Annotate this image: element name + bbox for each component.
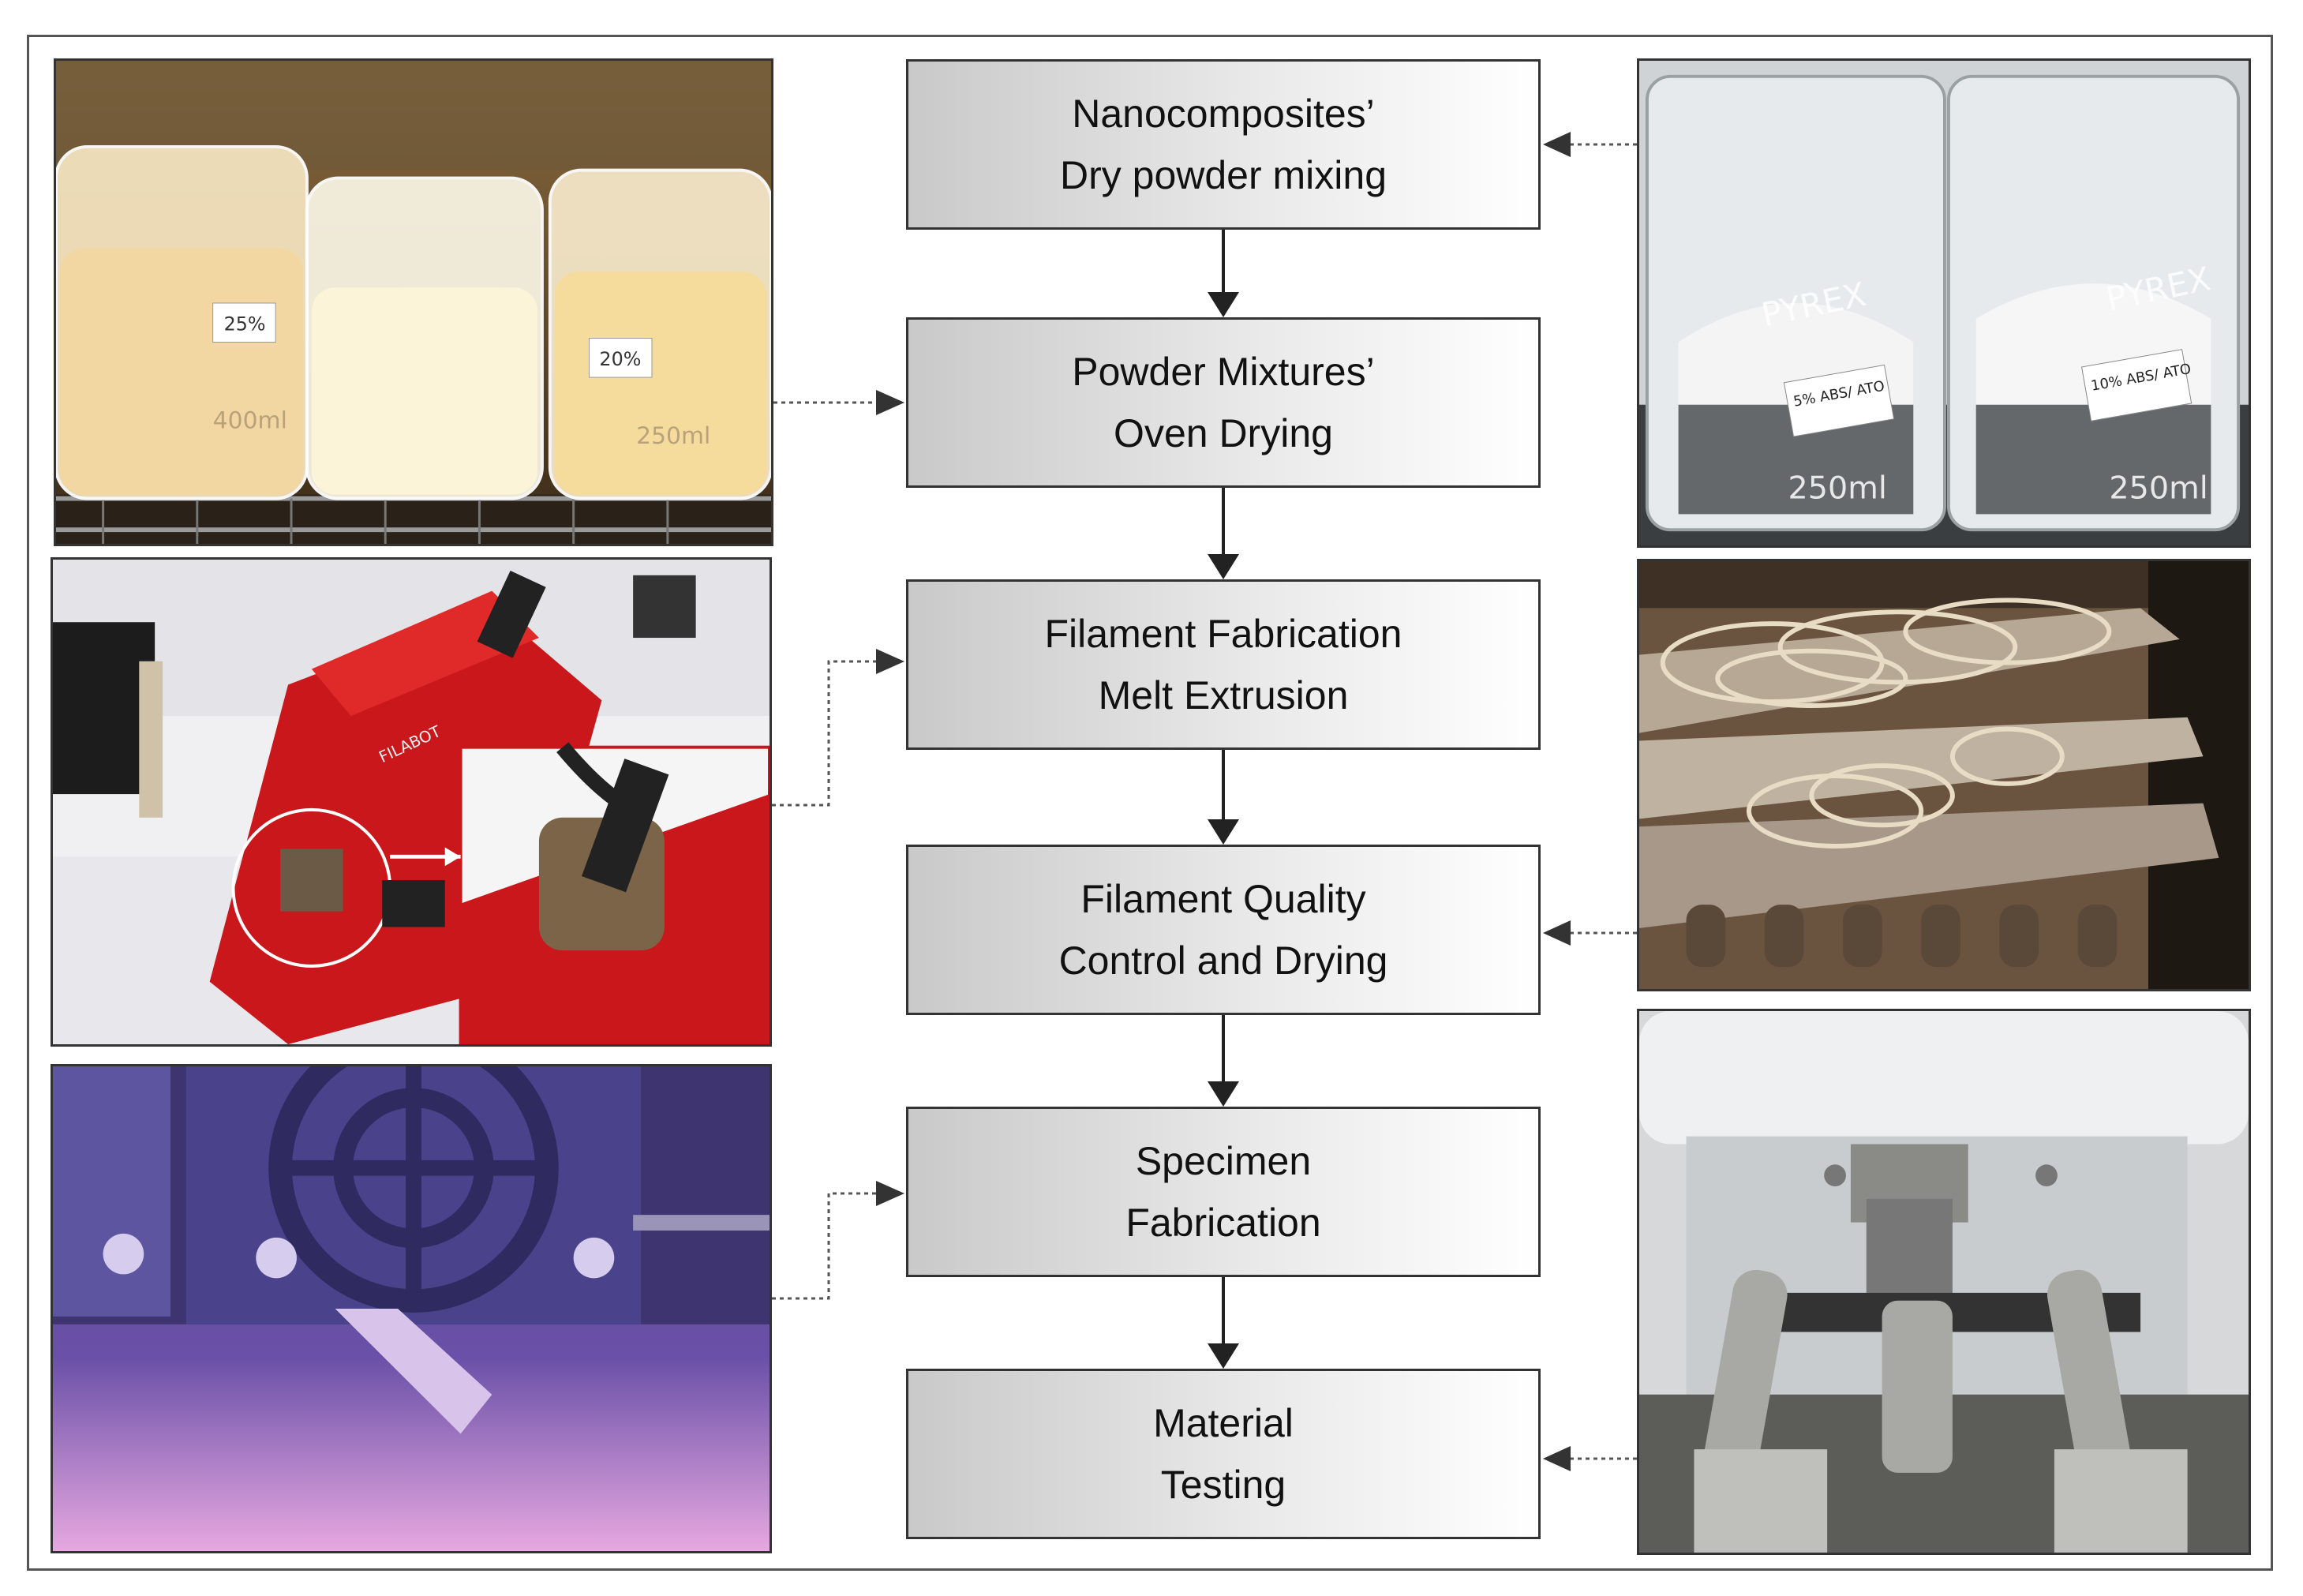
step-2-line-1: Powder Mixtures’ (1072, 350, 1375, 394)
step-6-line-2: Testing (1160, 1463, 1286, 1507)
step-material-testing: Material Testing (906, 1369, 1541, 1539)
step-3-line-1: Filament Fabrication (1044, 612, 1402, 656)
step-4-line-1: Filament Quality (1080, 877, 1366, 921)
beaker-volume-left: 250ml (1788, 470, 1887, 507)
step-4-line-2: Control and Drying (1058, 938, 1388, 983)
photo-pyrex-beakers: PYREX PYREX 5% ABS/ ATO 10% ABS/ ATO 250… (1637, 58, 2251, 548)
photo-filament-extruder: FILABOT (51, 557, 772, 1047)
step-dry-powder-mixing: Nanocomposites’ Dry powder mixing (906, 59, 1541, 230)
step-oven-drying: Powder Mixtures’ Oven Drying (906, 317, 1541, 488)
beaker-label-25: 25% (224, 313, 266, 335)
step-1-line-1: Nanocomposites’ (1072, 92, 1375, 136)
step-5-line-2: Fabrication (1125, 1201, 1321, 1245)
beaker-volume-right: 250ml (2109, 470, 2208, 507)
step-specimen-fabrication: Specimen Fabrication (906, 1107, 1541, 1277)
step-2-line-2: Oven Drying (1114, 411, 1333, 455)
step-6-line-1: Material (1153, 1401, 1294, 1445)
beaker-label-20: 20% (599, 348, 641, 370)
beaker-volume-400: 400ml (213, 406, 287, 434)
step-1-line-2: Dry powder mixing (1059, 153, 1387, 197)
photo-material-testing (1637, 1009, 2251, 1555)
step-filament-fabrication: Filament Fabrication Melt Extrusion (906, 579, 1541, 750)
photo-filament-oven-drying (1637, 559, 2251, 991)
step-quality-control-drying: Filament Quality Control and Drying (906, 845, 1541, 1015)
beaker-volume-250: 250ml (636, 422, 710, 450)
photo-beakers-in-oven: 25% 20% 400ml 250ml (54, 58, 773, 546)
step-3-line-2: Melt Extrusion (1098, 673, 1349, 717)
photo-3d-printing (51, 1064, 772, 1553)
step-5-line-1: Specimen (1135, 1139, 1312, 1183)
